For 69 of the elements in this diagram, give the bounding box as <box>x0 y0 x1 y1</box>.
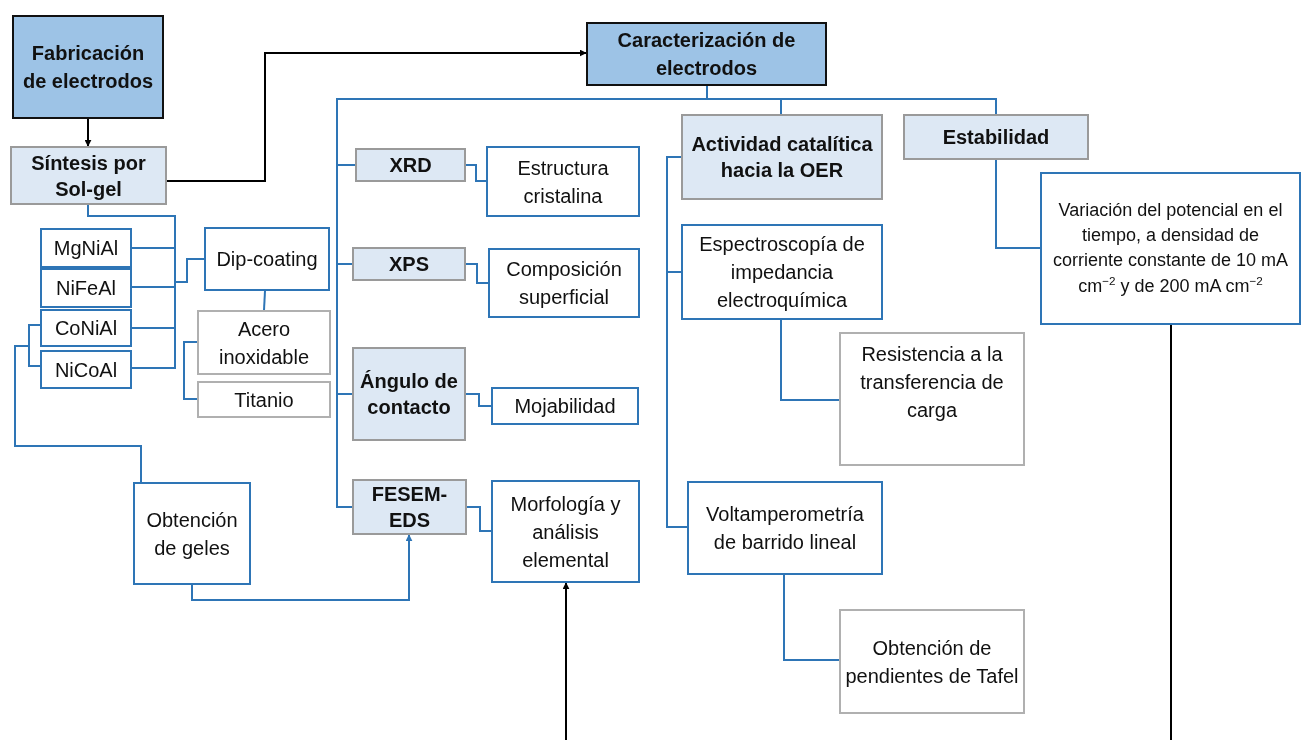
process-box <box>687 481 883 575</box>
process-box <box>352 479 467 535</box>
connector-line <box>465 393 492 407</box>
box-label: Síntesis por Sol-gel <box>30 150 147 202</box>
box-label: Dip-coating <box>216 247 318 272</box>
process-box <box>486 146 640 217</box>
connector-line <box>466 506 492 532</box>
process-box <box>1040 172 1301 325</box>
box-label: Morfología y análisis elemental <box>509 491 622 573</box>
box-label: Espectroscopía de impedancia electroquímica <box>698 232 866 313</box>
process-box <box>903 114 1089 160</box>
box-label: Variación del potencial en el tiempo, a densidad de corriente constante de 10 mA cm$^{−2}$ y de 200 mA cm$^{−2}$ <box>1051 198 1290 299</box>
box-label: Resistencia a la transferencia de carga <box>859 342 1005 423</box>
connector-arrow <box>562 582 570 740</box>
process-box <box>491 387 639 425</box>
process-box <box>839 332 1025 466</box>
box-label: Acero inoxidable <box>217 316 311 370</box>
connector-line <box>465 164 487 182</box>
connector-line <box>87 204 205 283</box>
box-label: Composición superficial <box>505 257 623 310</box>
process-box <box>197 381 331 418</box>
process-box <box>40 350 132 389</box>
process-box <box>352 347 466 441</box>
process-box <box>488 248 640 318</box>
connector-line <box>465 263 489 284</box>
connector-line <box>706 85 997 115</box>
process-box <box>10 146 167 205</box>
connector-line <box>1170 324 1172 740</box>
header-box <box>586 22 827 86</box>
box-label: Fabricación de electrodos <box>21 41 154 94</box>
process-box <box>40 309 132 347</box>
connector-arrow <box>191 534 413 601</box>
box-label: NiFeAl <box>56 276 116 301</box>
box-label: NiCoAl <box>54 357 118 383</box>
process-box <box>681 114 883 200</box>
process-box <box>352 247 466 281</box>
box-label: XPS <box>389 252 429 277</box>
process-box <box>839 609 1025 714</box>
header-box <box>12 15 164 119</box>
process-box <box>355 148 466 182</box>
process-box <box>40 228 132 268</box>
connector-line <box>995 159 1041 249</box>
process-box <box>133 482 251 585</box>
process-box <box>491 480 640 583</box>
box-label: Estabilidad <box>942 125 1050 150</box>
connector-line <box>666 156 688 528</box>
process-box <box>681 224 883 320</box>
box-label: Actividad catalítica hacia la OER <box>690 132 874 183</box>
box-label: Caracterización de electrodos <box>616 28 797 81</box>
connector-line <box>183 341 198 400</box>
connector-arrow <box>84 118 92 147</box>
connector-line <box>783 574 840 661</box>
connector-line <box>263 290 266 311</box>
process-box <box>197 310 331 375</box>
connector-arrow <box>166 49 587 182</box>
box-label: Estructura cristalina <box>516 155 610 209</box>
box-label: FESEM-EDS <box>370 482 449 533</box>
box-label: Titanio <box>234 387 294 413</box>
box-label: CoNiAl <box>54 316 118 341</box>
box-label: MgNiAl <box>53 236 119 261</box>
box-label: Voltamperometría de barrido lineal <box>705 502 865 555</box>
process-box <box>204 227 330 291</box>
box-label: Ángulo de contacto <box>359 369 459 420</box>
connector-line <box>780 319 840 401</box>
box-label: Obtención de pendientes de Tafel <box>845 635 1019 689</box>
process-box <box>40 268 132 308</box>
box-label: Obtención de geles <box>145 507 239 561</box>
box-label: Mojabilidad <box>514 394 616 419</box>
box-label: XRD <box>389 153 432 178</box>
